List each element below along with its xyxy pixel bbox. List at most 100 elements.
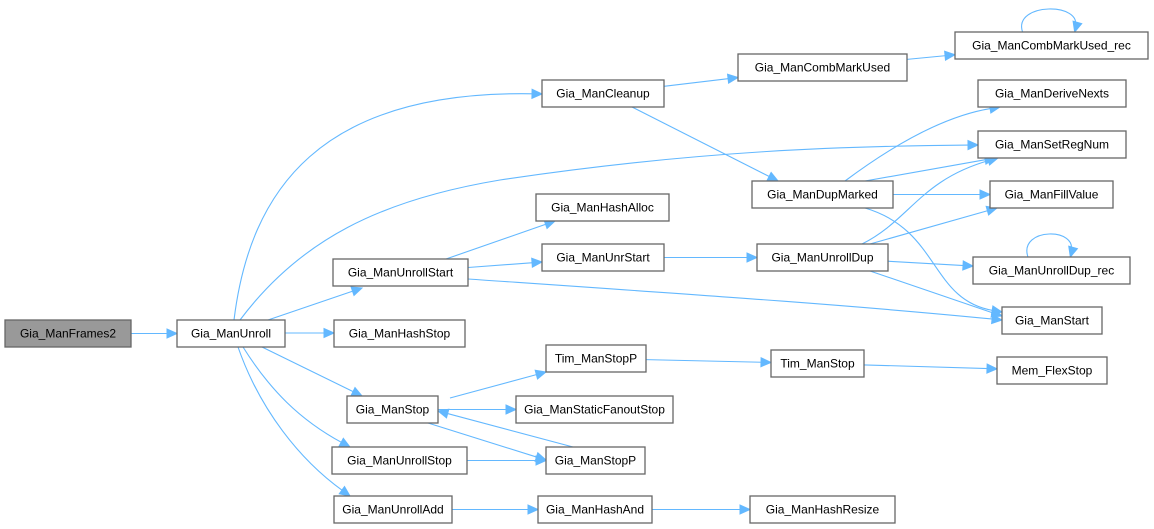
node-hashalloc[interactable]: Gia_ManHashAlloc (535, 193, 670, 222)
node-box[interactable] (545, 446, 646, 475)
edge-dupmarked-to-setregnum (864, 154, 997, 182)
node-label: Gia_ManUnrollAdd (342, 503, 443, 517)
edges-layer (131, 8, 1083, 515)
node-timstop[interactable]: Tim_ManStop (770, 349, 865, 378)
node-fillvalue[interactable]: Gia_ManFillValue (989, 180, 1114, 209)
node-box[interactable] (770, 349, 865, 378)
arrowhead-icon (166, 328, 179, 339)
node-combmarkused_rec[interactable]: Gia_ManCombMarkUsed_rec (954, 31, 1149, 60)
arrowhead-icon (527, 504, 540, 515)
edge-line (663, 78, 730, 87)
edge-line (239, 144, 970, 321)
node-box[interactable] (977, 130, 1127, 159)
edge-unroll-to-cleanup (233, 88, 544, 321)
node-combmarkused[interactable]: Gia_ManCombMarkUsed (737, 53, 908, 82)
arrowhead-icon (535, 455, 548, 466)
node-hashresize[interactable]: Gia_ManHashResize (749, 495, 896, 524)
node-label: Gia_ManHashResize (766, 503, 880, 517)
node-label: Gia_ManHashStop (349, 327, 451, 341)
arrowhead-icon (944, 50, 957, 62)
node-label: Tim_ManStop (780, 357, 855, 371)
node-box[interactable] (541, 243, 665, 272)
arrowhead-icon (990, 307, 1004, 318)
arrowhead-icon (505, 404, 518, 415)
edge-dupmarked-to-fillvalue (893, 189, 992, 200)
node-box[interactable] (756, 243, 889, 272)
node-label: Gia_ManHashAnd (546, 503, 644, 517)
node-box[interactable] (977, 79, 1127, 108)
edge-hashand-to-hashresize (652, 504, 752, 515)
node-derivenexts[interactable]: Gia_ManDeriveNexts (977, 79, 1127, 108)
node-stop[interactable]: Gia_ManStop (346, 395, 439, 424)
node-box[interactable] (333, 319, 466, 348)
node-box[interactable] (749, 495, 896, 524)
node-box[interactable] (515, 395, 674, 424)
node-label: Tim_ManStopP (555, 352, 637, 366)
node-setregnum[interactable]: Gia_ManSetRegNum (977, 130, 1127, 159)
node-box[interactable] (535, 193, 670, 222)
node-box[interactable] (996, 356, 1108, 385)
node-box[interactable] (1001, 306, 1103, 335)
edge-dupmarked-to-derivenexts (844, 103, 1002, 182)
edge-unrolldup-to-unrolldup_rec (887, 260, 975, 271)
node-timstopp[interactable]: Tim_ManStopP (545, 344, 647, 373)
node-label: Mem_FlexStop (1012, 364, 1093, 378)
edge-unrollstop-to-stopp (467, 455, 548, 466)
node-hashand[interactable]: Gia_ManHashAnd (537, 495, 653, 524)
node-frames2[interactable]: Gia_ManFrames2 (4, 319, 132, 348)
node-box[interactable] (541, 79, 665, 108)
node-box[interactable] (332, 258, 469, 287)
arrowhead-icon (350, 286, 364, 297)
node-box[interactable] (333, 495, 453, 524)
node-box[interactable] (176, 319, 286, 348)
edge-cleanup-to-dupmarked (631, 106, 780, 182)
node-box[interactable] (954, 31, 1149, 60)
node-stopp[interactable]: Gia_ManStopP (545, 446, 646, 475)
node-unrolladd[interactable]: Gia_ManUnrollAdd (333, 495, 453, 524)
node-box[interactable] (737, 53, 908, 82)
edge-stop-to-timstopp (449, 369, 548, 399)
edge-line (233, 93, 534, 321)
node-label: Gia_ManStopP (555, 454, 636, 468)
node-cleanup[interactable]: Gia_ManCleanup (541, 79, 665, 108)
edge-line (844, 107, 992, 182)
node-label: Gia_ManDupMarked (767, 188, 878, 202)
node-memflexstop[interactable]: Mem_FlexStop (996, 356, 1108, 385)
node-unrolldup[interactable]: Gia_ManUnrollDup (756, 243, 889, 272)
edge-timstop-to-memflexstop (863, 363, 999, 374)
node-label: Gia_ManUnrollStart (348, 266, 454, 280)
node-label: Gia_ManHashAlloc (551, 201, 654, 215)
node-start[interactable]: Gia_ManStart (1001, 306, 1103, 335)
edge-cleanup-to-combmarkused (663, 73, 740, 87)
arrowhead-icon (760, 356, 773, 368)
node-box[interactable] (4, 319, 132, 348)
arrowhead-icon (534, 369, 548, 380)
node-unrstart[interactable]: Gia_ManUnrStart (541, 243, 665, 272)
arrowhead-icon (350, 386, 364, 397)
node-dupmarked[interactable]: Gia_ManDupMarked (751, 180, 894, 209)
node-unrollstart[interactable]: Gia_ManUnrollStart (332, 258, 469, 287)
node-hashstop[interactable]: Gia_ManHashStop (333, 319, 466, 348)
edge-line (427, 422, 538, 458)
edge-stop-to-staticfanoutstop (438, 404, 518, 415)
node-unroll[interactable]: Gia_ManUnroll (176, 319, 286, 348)
edge-line (631, 106, 771, 178)
edge-line (467, 278, 994, 320)
arrowhead-icon (531, 257, 544, 269)
node-label: Gia_ManCleanup (556, 87, 650, 101)
node-box[interactable] (545, 344, 647, 373)
arrowhead-icon (746, 252, 759, 263)
node-staticfanoutstop[interactable]: Gia_ManStaticFanoutStop (515, 395, 674, 424)
node-label: Gia_ManUnrollDup_rec (989, 264, 1114, 278)
node-label: Gia_ManStart (1015, 314, 1090, 328)
node-unrolldup_rec[interactable]: Gia_ManUnrollDup_rec (972, 256, 1131, 285)
node-box[interactable] (989, 180, 1114, 209)
arrowhead-icon (726, 73, 740, 84)
node-box[interactable] (972, 256, 1131, 285)
node-unrollstop[interactable]: Gia_ManUnrollStop (331, 446, 468, 475)
node-box[interactable] (751, 180, 894, 209)
node-label: Gia_ManUnrStart (556, 251, 650, 265)
node-box[interactable] (346, 395, 439, 424)
node-box[interactable] (537, 495, 653, 524)
node-box[interactable] (331, 446, 468, 475)
